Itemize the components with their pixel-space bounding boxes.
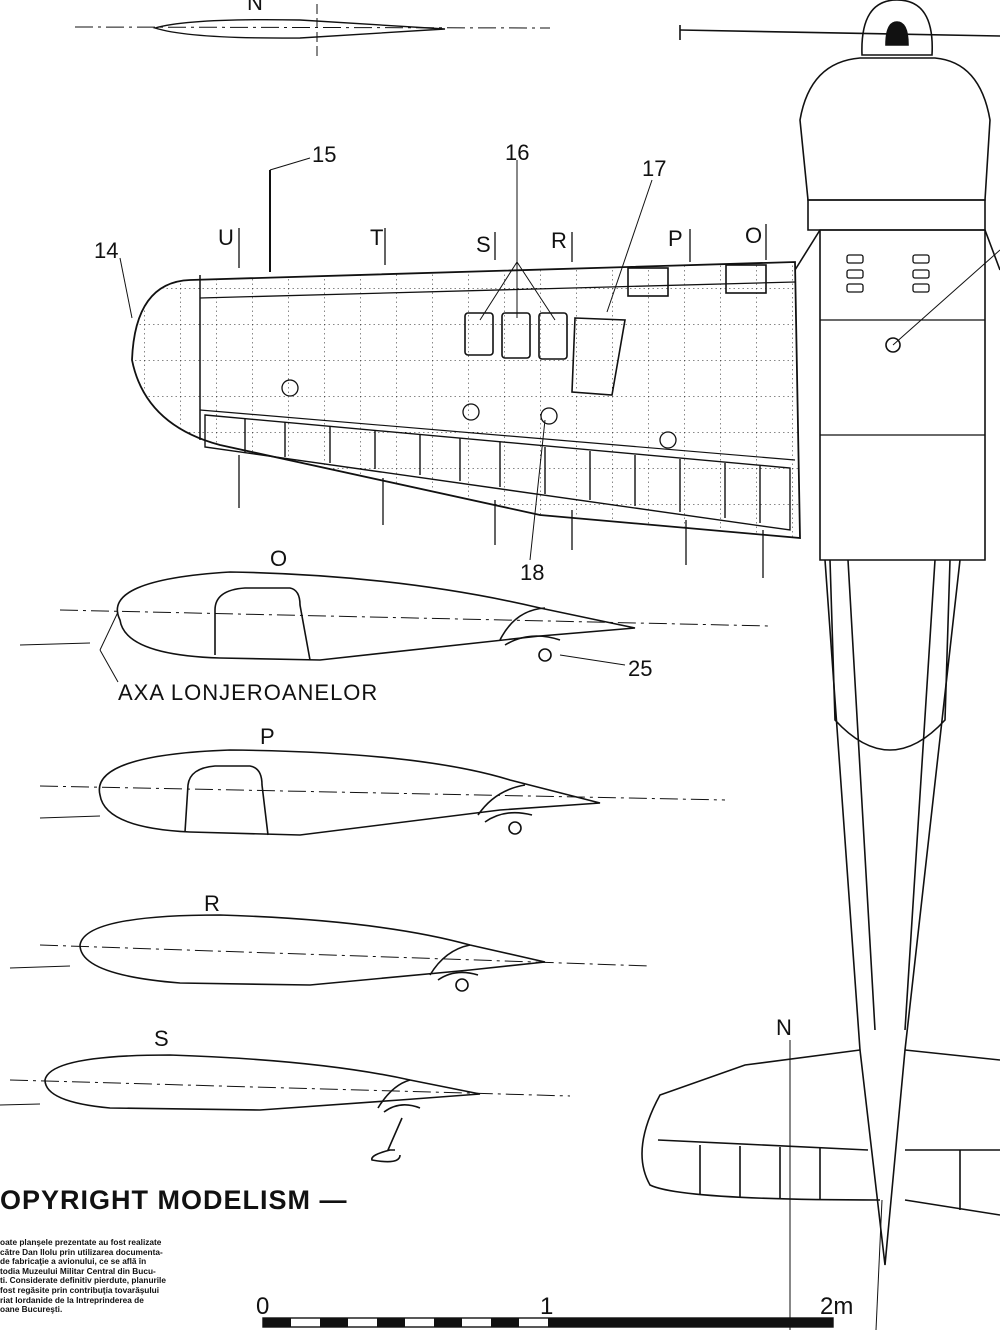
- scale-label-1: 1: [540, 1293, 553, 1320]
- credit-line: ti. Considerate definitiv pierdute, plan…: [0, 1276, 166, 1286]
- section-label-o: O: [270, 546, 287, 571]
- section-label-p: P: [260, 724, 275, 749]
- callout-18: 18: [520, 560, 544, 585]
- credit-line: fost regăsite prin contribuţia tovarăşul…: [0, 1285, 160, 1295]
- callout-15: 15: [312, 142, 336, 167]
- fuselage-plan-view: [641, 0, 1000, 1330]
- station-label-u: U: [218, 225, 234, 250]
- credit-line: de fabricaţie a avionului, ce se află în: [0, 1257, 147, 1267]
- section-label-r: R: [204, 891, 220, 916]
- station-label-o: O: [745, 223, 762, 248]
- section-view-p: [39, 749, 726, 836]
- top-section-view: [74, 4, 551, 60]
- credit-line: oate planşele prezentate au fost realiza…: [0, 1238, 162, 1247]
- scale-bar: [262, 1317, 834, 1328]
- station-label-t: T: [370, 225, 383, 250]
- credit-line: todia Muzeului Militar Central din Bucu-: [0, 1266, 156, 1276]
- section-view-o: [19, 571, 771, 683]
- credit-note: oate planşele prezentate au fost realiza…: [0, 1238, 232, 1315]
- tail-section-label: N: [776, 1015, 792, 1040]
- scale-label-2m: 2m: [820, 1293, 853, 1320]
- axis-note: AXA LONJEROANELOR: [118, 680, 378, 705]
- station-label-p: P: [668, 226, 683, 251]
- callout-25: 25: [628, 656, 652, 681]
- credit-line: riat Iordanide de la Intreprinderea de: [0, 1295, 144, 1305]
- copyright-notice: OPYRIGHT MODELISM —: [0, 1185, 348, 1215]
- callout-14: 14: [94, 238, 118, 263]
- credit-line: către Dan Ilolu prin utilizarea document…: [0, 1247, 163, 1257]
- station-label-r: R: [551, 228, 567, 253]
- top-section-label: N: [247, 0, 263, 15]
- credit-line: oane Bucureşti.: [0, 1305, 63, 1315]
- wing-planform: [119, 157, 801, 578]
- section-view-s: [0, 1054, 571, 1163]
- section-view-r: [9, 914, 651, 992]
- station-label-s: S: [476, 232, 491, 257]
- callout-16: 16: [505, 140, 529, 165]
- section-label-s: S: [154, 1026, 169, 1051]
- scale-label-0: 0: [256, 1293, 269, 1320]
- callout-17: 17: [642, 156, 666, 181]
